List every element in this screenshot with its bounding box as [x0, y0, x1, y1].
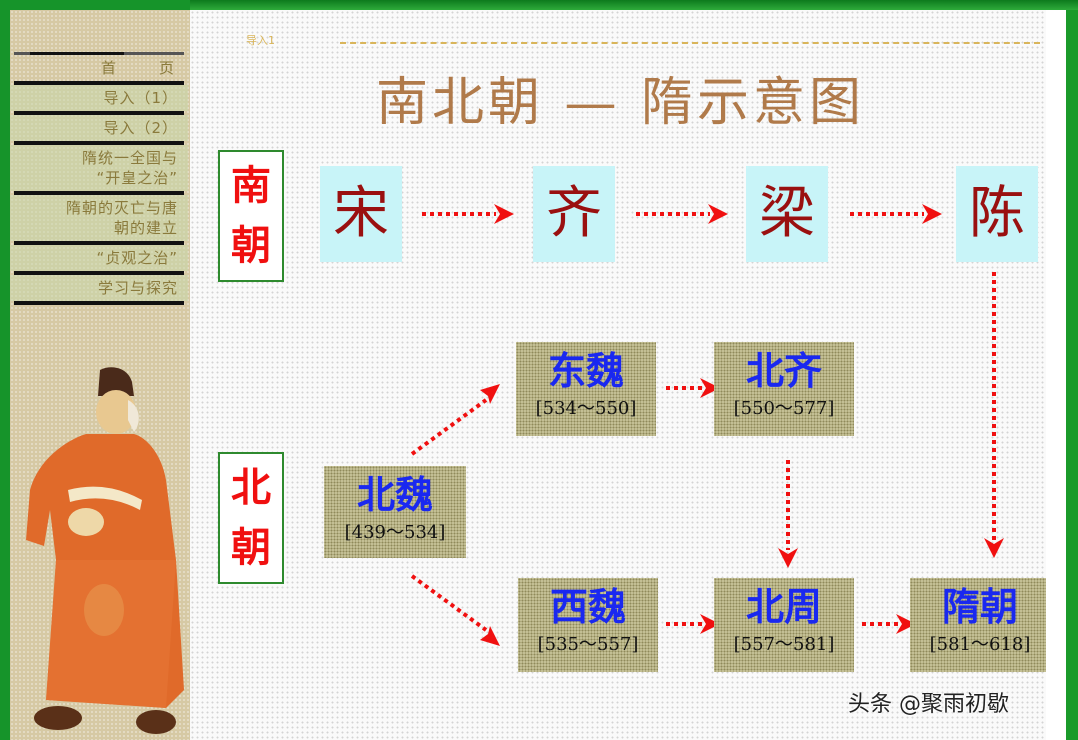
divider	[14, 52, 184, 55]
slide-content: 导入1 南北朝 — 隋示意图	[190, 10, 1050, 740]
sidebar-item-intro-1[interactable]: 导入（1）	[10, 85, 188, 111]
dynasty-years: [439～534]	[344, 522, 446, 543]
dynasty-name: 隋朝	[941, 585, 1018, 629]
sidebar-item-home[interactable]: 首 页	[100, 59, 188, 77]
dynasty-xiwei: 西魏 [535～557]	[518, 578, 658, 672]
sidebar-item-intro-2[interactable]: 导入（2）	[10, 115, 188, 141]
dynasty-years: [550～577]	[733, 398, 835, 419]
dynasty-name: 北齐	[745, 349, 822, 393]
header-divider	[340, 42, 1040, 44]
dynasty-years: [535～557]	[537, 634, 639, 655]
north-dynasties-label: 北朝	[218, 452, 284, 584]
dynasty-years: [534～550]	[535, 398, 637, 419]
sidebar-item-zhenguan[interactable]: “贞观之治”	[10, 245, 188, 271]
dynasty-chen: 陈	[956, 166, 1038, 262]
sidebar-item-label: 朝的建立	[113, 219, 178, 237]
dynasty-beiwei: 北魏 [439～534]	[324, 466, 466, 558]
divider	[14, 271, 184, 275]
dynasty-name: 北魏	[356, 473, 433, 517]
watermark: 头条 @聚雨初歇	[848, 692, 1009, 717]
divider	[14, 241, 184, 245]
sidebar-item-study[interactable]: 学习与探究	[10, 275, 188, 301]
sidebar-item-label: 隋统一全国与	[81, 149, 178, 167]
dynasty-name: 东魏	[547, 349, 624, 393]
sidebar-item-label: “开皇之治”	[96, 169, 178, 187]
sidebar: 首 页 导入（1） 导入（2） 隋统一全国与 “开皇之治” 隋朝的灭亡与唐 朝的…	[10, 10, 190, 740]
dynasty-beiqi: 北齐 [550～577]	[714, 342, 854, 436]
page-title: 南北朝 — 隋示意图	[376, 73, 866, 133]
dynasty-years: [557～581]	[733, 634, 835, 655]
divider	[14, 191, 184, 195]
divider	[14, 81, 184, 85]
emperor-portrait	[26, 367, 184, 734]
divider	[14, 111, 184, 115]
dynasty-years: [581～618]	[929, 634, 1031, 655]
dynasty-dongwei: 东魏 [534～550]	[516, 342, 656, 436]
sidebar-nav: 首 页 导入（1） 导入（2） 隋统一全国与 “开皇之治” 隋朝的灭亡与唐 朝的…	[10, 52, 188, 305]
sidebar-item-sui-fall-tang-founding[interactable]: 隋朝的灭亡与唐 朝的建立	[10, 195, 188, 241]
dynasty-name: 北周	[745, 585, 822, 629]
sidebar-item-sui-unification[interactable]: 隋统一全国与 “开皇之治”	[10, 145, 188, 191]
dynasty-sui: 隋朝 [581～618]	[910, 578, 1050, 672]
divider	[14, 141, 184, 145]
dynasty-beizhou: 北周 [557～581]	[714, 578, 854, 672]
top-border	[190, 0, 1078, 10]
breadcrumb: 导入1	[246, 34, 275, 47]
dynasty-song: 宋	[320, 166, 402, 262]
south-dynasties-label: 南朝	[218, 150, 284, 282]
dynasty-liang: 梁	[746, 166, 828, 262]
dynasty-qi: 齐	[533, 166, 615, 262]
sidebar-item-label: 隋朝的灭亡与唐	[65, 199, 178, 217]
dynasty-name: 西魏	[549, 585, 626, 629]
divider	[14, 301, 184, 305]
right-border	[1066, 10, 1078, 740]
